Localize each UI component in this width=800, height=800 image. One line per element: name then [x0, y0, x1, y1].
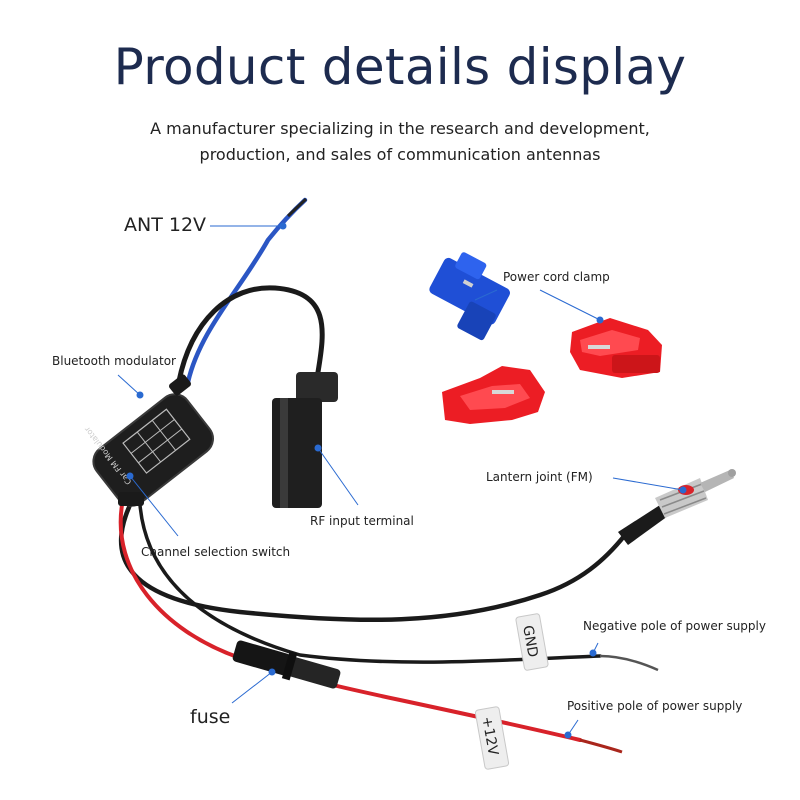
fuse-holder: [232, 640, 341, 689]
red-power-clamp-bottom: [442, 366, 545, 424]
pos-tag-text: +12V: [478, 715, 501, 757]
boot-bottom: [118, 492, 144, 506]
power-wire-tip: [579, 738, 623, 754]
bluetooth-modulator-box: Car FM Modulator: [82, 393, 214, 507]
label-fuse: fuse: [190, 706, 231, 728]
gnd-wire: [138, 503, 602, 664]
subtitle-line-1: A manufacturer specializing in the resea…: [150, 119, 650, 138]
rf-input-terminal: [272, 372, 338, 508]
leader-lines: [117, 222, 687, 739]
pos-tag: +12V: [474, 706, 510, 770]
gnd-wire-tip: [599, 654, 659, 672]
lantern-fm-plug: [618, 469, 736, 545]
ant-wire-tip: [286, 197, 308, 218]
blue-power-clamp: [429, 252, 510, 341]
label-positive-pole: Positive pole of power supply: [567, 699, 743, 713]
label-rf-input: RF input terminal: [310, 514, 414, 528]
power-wire: [118, 503, 582, 742]
gnd-tag: GND: [515, 613, 549, 671]
rf-cable: [175, 285, 325, 389]
boot-top: [169, 374, 191, 396]
gnd-tag-text: GND: [519, 624, 540, 658]
page-subtitle: A manufacturer specializing in the resea…: [0, 116, 800, 168]
label-negative-pole: Negative pole of power supply: [583, 619, 766, 633]
label-lantern-joint: Lantern joint (FM): [486, 470, 593, 484]
page-title: Product details display: [113, 38, 687, 96]
subtitle-line-2: production, and sales of communication a…: [199, 145, 601, 164]
label-channel-switch: Channel selection switch: [141, 545, 291, 559]
label-ant: ANT 12V: [124, 214, 207, 236]
label-bluetooth-modulator: Bluetooth modulator: [52, 354, 176, 368]
red-power-clamp-right: [570, 318, 662, 378]
label-power-clamp: Power cord clamp: [503, 270, 610, 284]
